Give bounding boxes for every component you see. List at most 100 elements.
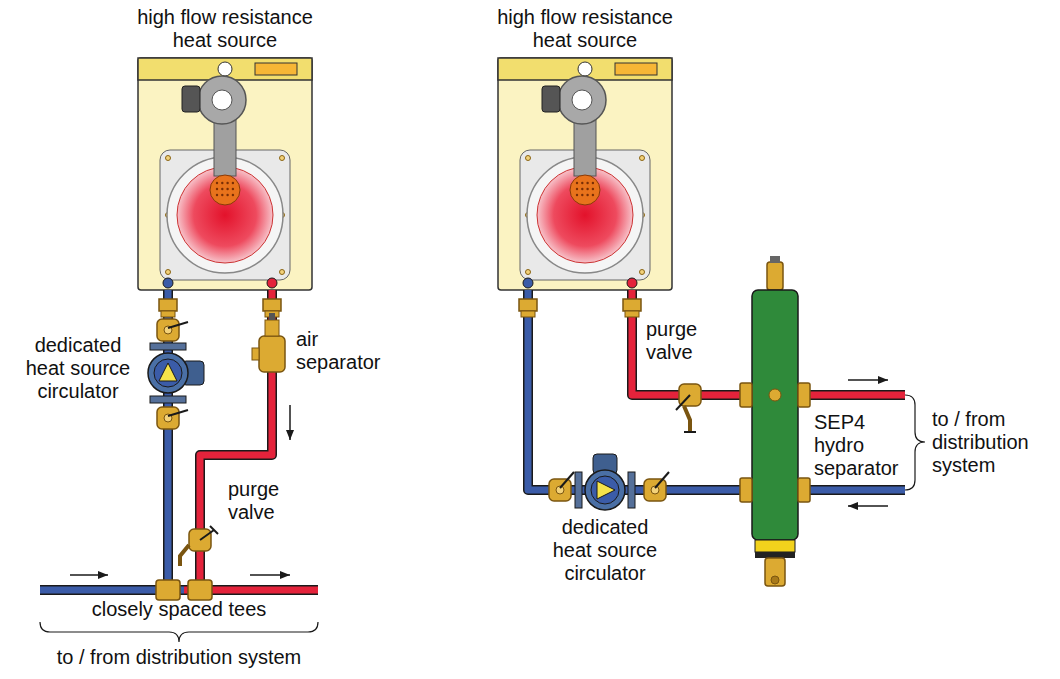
distribution-label: to / from distribution system xyxy=(19,646,339,669)
burner-port xyxy=(226,182,228,184)
valve-lever xyxy=(560,472,574,488)
burner-port xyxy=(226,188,228,190)
pump-face xyxy=(154,359,182,387)
burner-port xyxy=(581,182,583,184)
union-fitting xyxy=(519,299,537,311)
union-fitting xyxy=(159,299,177,311)
blower-motor xyxy=(542,86,560,112)
separator-drain-cap xyxy=(771,576,779,584)
boiler-cabinet xyxy=(498,58,672,290)
hydro-separator-body xyxy=(752,290,798,540)
heat-source-label: high flow resistance heat source xyxy=(475,6,695,52)
valve-lever xyxy=(168,322,188,328)
blower-inlet xyxy=(572,90,592,110)
burner-port xyxy=(216,182,218,184)
bracket xyxy=(40,622,318,642)
air-separator-port xyxy=(252,348,259,360)
pump-flange xyxy=(150,343,186,350)
burner-port xyxy=(216,188,218,190)
hydro-separator-label: SEP4 hydro separator xyxy=(814,411,914,480)
air-vent xyxy=(265,320,279,336)
distribution-label: to / from distribution system xyxy=(932,408,1052,477)
air-vent-cap xyxy=(269,313,275,320)
blower-housing xyxy=(198,76,246,124)
burner-port xyxy=(581,194,583,196)
separator-port xyxy=(740,478,752,502)
boiler-cabinet xyxy=(138,58,312,290)
separator-band xyxy=(755,552,795,558)
purge-drain xyxy=(684,406,690,432)
return-connection xyxy=(163,278,173,288)
pipe xyxy=(798,392,905,399)
burner-port xyxy=(221,194,223,196)
panel-screw xyxy=(640,270,645,275)
valve-lever xyxy=(655,472,669,488)
air-separator-label: air separator xyxy=(296,328,396,374)
panel-screw xyxy=(526,270,531,275)
panel-screw xyxy=(280,156,285,161)
panel-screw xyxy=(166,156,171,161)
combustion-chamber xyxy=(177,167,273,263)
ball-valve xyxy=(157,319,179,341)
pump-face xyxy=(591,476,619,504)
tee-fitting xyxy=(188,580,212,600)
separator-vent xyxy=(767,262,783,290)
pump-volute xyxy=(148,353,188,393)
purge-valve-label: purge valve xyxy=(646,318,716,364)
burner-port xyxy=(592,182,594,184)
panel-screw xyxy=(166,270,171,275)
circulator-label: dedicated heat source circulator xyxy=(16,334,140,403)
ball-valve xyxy=(549,479,571,501)
boiler-display xyxy=(255,63,297,75)
pipe-outline xyxy=(632,290,752,395)
burner-port xyxy=(576,194,578,196)
separator-band xyxy=(755,540,795,552)
flow-arrowhead xyxy=(286,430,294,440)
air-separator-body xyxy=(259,336,285,372)
burner-port xyxy=(232,188,234,190)
purge-cap xyxy=(684,431,696,433)
burner-port xyxy=(226,194,228,196)
pipe xyxy=(798,487,905,494)
pump-flange xyxy=(150,396,186,403)
burner-port xyxy=(221,188,223,190)
separator-plug xyxy=(769,389,781,401)
pump-arrow xyxy=(159,363,177,381)
union-nut xyxy=(625,311,639,317)
bracket xyxy=(905,395,925,490)
flow-arrowhead xyxy=(878,376,888,384)
purge-valve-handle xyxy=(200,530,214,540)
burner-head xyxy=(570,175,600,205)
pipe xyxy=(528,290,752,490)
burner-head xyxy=(210,175,240,205)
pump-flange xyxy=(628,472,635,508)
tee-fitting xyxy=(156,580,180,600)
panel-screw xyxy=(640,156,645,161)
burner-port xyxy=(586,182,588,184)
flow-arrowhead xyxy=(98,571,108,579)
burner-port xyxy=(576,188,578,190)
boiler-gauge xyxy=(218,62,232,76)
purge-valve-label: purge valve xyxy=(228,478,298,524)
blower-inlet xyxy=(212,90,232,110)
return-connection xyxy=(523,278,533,288)
burner-port xyxy=(221,182,223,184)
pipe-outline xyxy=(798,390,905,400)
panel-screw xyxy=(280,270,285,275)
flow-arrowhead xyxy=(848,502,858,510)
boiler-display xyxy=(615,63,657,75)
circulator-label: dedicated heat source circulator xyxy=(543,516,667,585)
burner-port xyxy=(581,188,583,190)
valve-lever xyxy=(168,410,188,416)
pipe xyxy=(632,290,752,395)
blower-motor xyxy=(182,86,200,112)
ball-valve xyxy=(157,407,179,429)
tees-label: closely spaced tees xyxy=(29,598,329,621)
boiler-gauge xyxy=(578,62,592,76)
burner-port xyxy=(232,194,234,196)
burner-port xyxy=(232,182,234,184)
separator-vent-cap xyxy=(770,256,780,263)
burner-port xyxy=(216,194,218,196)
